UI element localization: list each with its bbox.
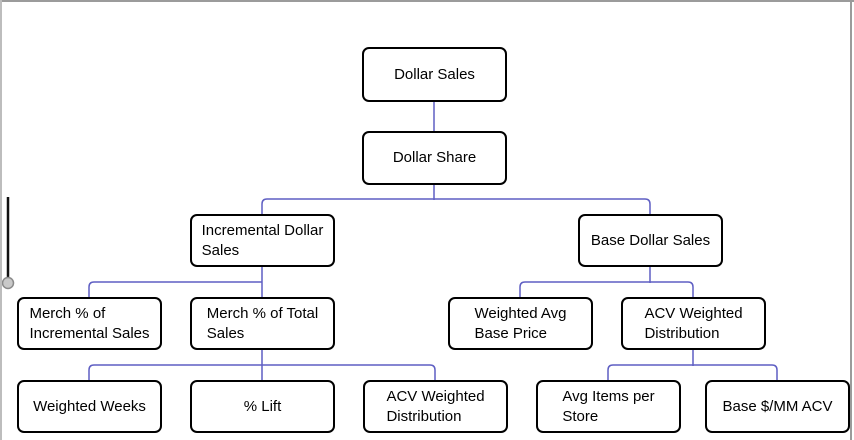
canvas-top-border (0, 0, 854, 2)
node-incremental-dollar-sales[interactable]: Incremental Dollar Sales (190, 214, 335, 267)
node-acv-weighted-distribution-2[interactable]: ACV Weighted Distribution (363, 380, 508, 433)
node-pct-lift[interactable]: % Lift (190, 380, 335, 433)
node-label: Merch % of Incremental Sales (29, 305, 150, 342)
node-avg-items-per-store[interactable]: Avg Items per Store (536, 380, 681, 433)
node-label: Incremental Dollar Sales (201, 222, 324, 259)
left-edge-slider (1, 197, 15, 290)
node-weighted-avg-base-price[interactable]: Weighted Avg Base Price (448, 297, 593, 350)
canvas-right-border (850, 0, 852, 440)
connector-l2-l3 (261, 185, 651, 214)
node-acv-weighted-distribution[interactable]: ACV Weighted Distribution (621, 297, 766, 350)
node-label: Base Dollar Sales (590, 231, 711, 249)
node-label: Dollar Sales (394, 65, 475, 83)
node-label: Avg Items per Store (562, 388, 655, 425)
connector-l4-l5-left (88, 350, 436, 380)
connector-l4-l5-right (607, 350, 778, 380)
node-base-dollar-sales[interactable]: Base Dollar Sales (578, 214, 723, 267)
node-label: Dollar Share (392, 149, 477, 167)
node-dollar-share[interactable]: Dollar Share (362, 131, 507, 185)
canvas-left-border (0, 0, 2, 440)
node-label: Base $/MM ACV (722, 397, 833, 415)
connector-l3-l4-left (88, 267, 263, 297)
node-dollar-sales[interactable]: Dollar Sales (362, 47, 507, 102)
node-label: % Lift (243, 397, 282, 415)
node-merch-pct-of-total-sales[interactable]: Merch % of Total Sales (190, 297, 335, 350)
node-label: ACV Weighted Distribution (386, 388, 485, 425)
node-weighted-weeks[interactable]: Weighted Weeks (17, 380, 162, 433)
node-label: Weighted Avg Base Price (474, 305, 567, 342)
connector-l3-l4-right (519, 267, 694, 297)
node-label: ACV Weighted Distribution (644, 305, 743, 342)
node-merch-pct-of-incremental-sales[interactable]: Merch % of Incremental Sales (17, 297, 162, 350)
node-label: Weighted Weeks (33, 397, 146, 415)
node-base-dollar-per-mm-acv[interactable]: Base $/MM ACV (705, 380, 850, 433)
node-label: Merch % of Total Sales (206, 305, 319, 342)
slider-handle[interactable] (1, 276, 15, 290)
